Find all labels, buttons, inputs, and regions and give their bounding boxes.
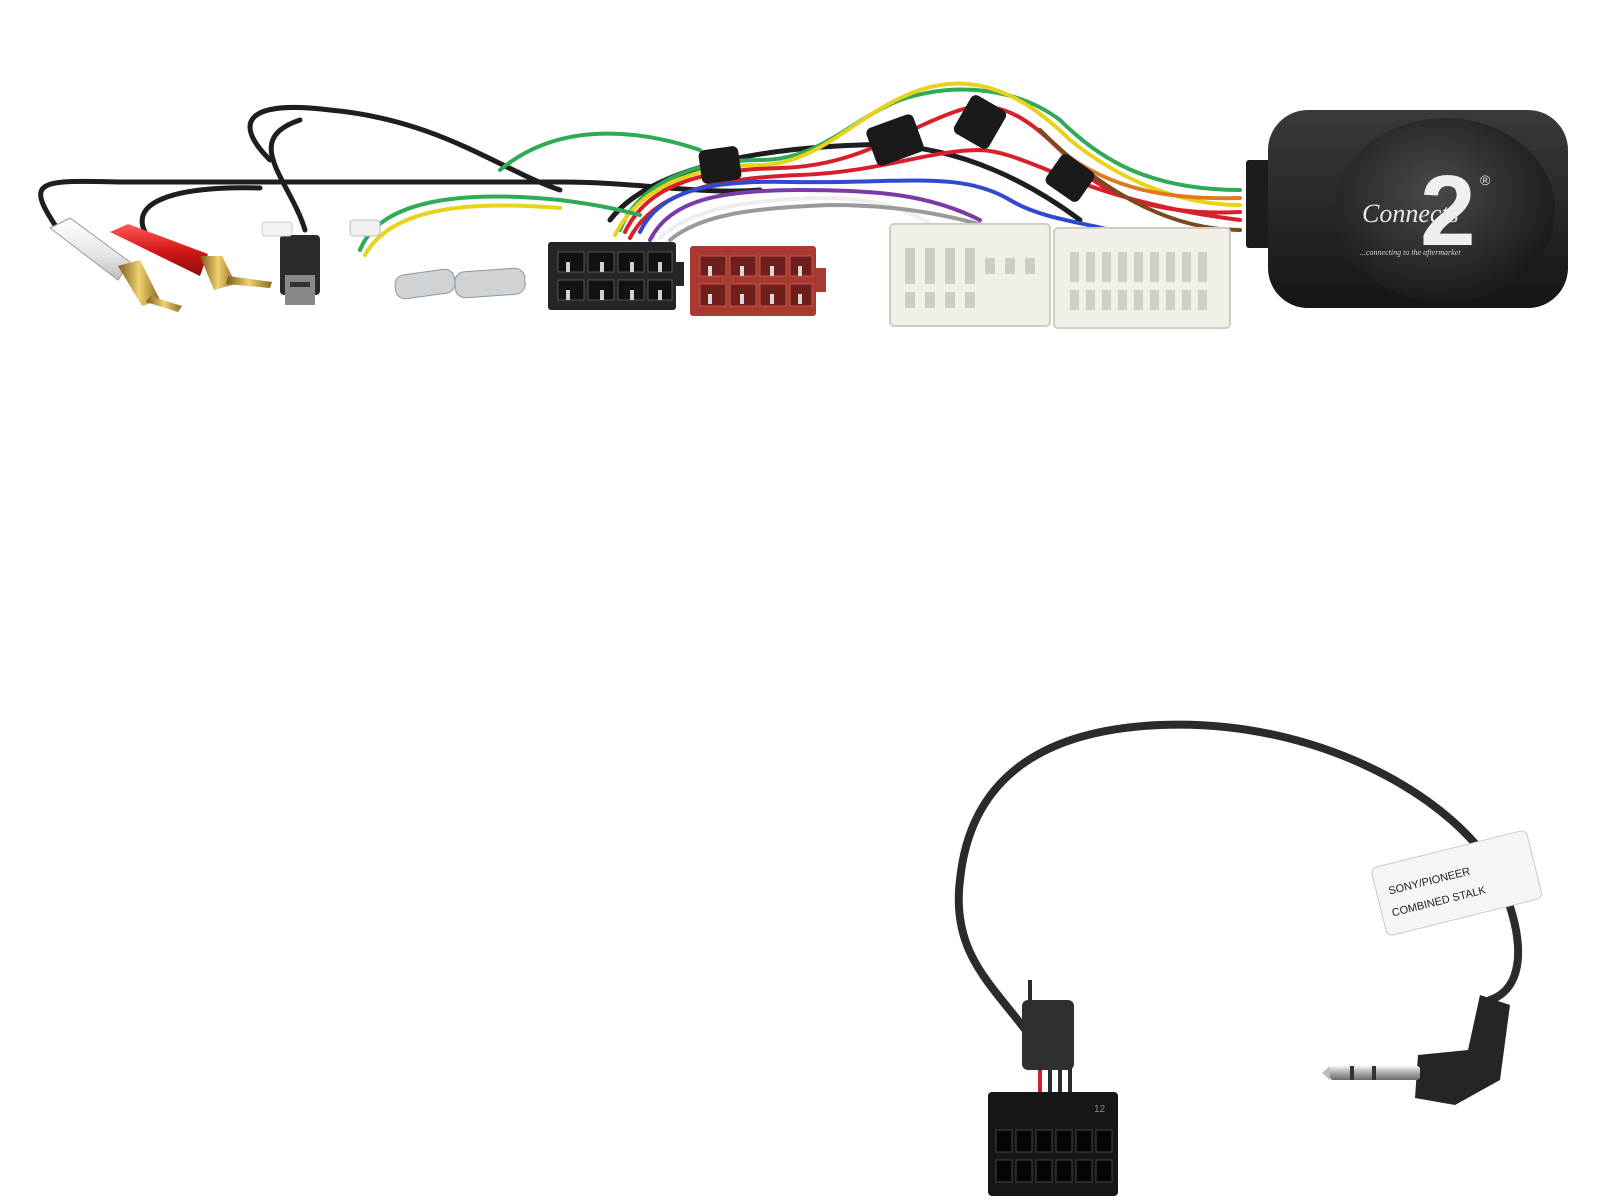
- brand-tagline: ...connecting to the aftermarket: [1360, 248, 1461, 257]
- cable-label-sleeve: SONY/PIONEER COMBINED STALK: [1371, 830, 1543, 936]
- heat-shrink: [1022, 1000, 1074, 1070]
- black-cables: [38, 104, 1083, 243]
- molex-pin-marking: 12: [1094, 1104, 1106, 1115]
- iso-connector-red: [690, 246, 826, 316]
- brand-registered-mark: ®: [1480, 172, 1491, 188]
- rca-plug-red: [110, 224, 272, 290]
- patch-lead: SONY/PIONEER COMBINED STALK 12: [954, 720, 1543, 1196]
- right-angle-jack: [1322, 995, 1510, 1105]
- bullet-connectors: [261, 219, 526, 300]
- iso-connector-black: [548, 242, 684, 310]
- usb-plug: [280, 235, 320, 305]
- interface-module: 2 Connects ® ...connecting to the afterm…: [1246, 110, 1568, 308]
- brand-digit: 2: [1420, 155, 1476, 267]
- rca-plug-white: [49, 217, 182, 312]
- vehicle-connector-small: [889, 223, 1051, 327]
- brand-word: Connects: [1362, 199, 1459, 228]
- molex-connector: 12: [988, 1092, 1118, 1196]
- tape-wraps: [698, 95, 1095, 202]
- vehicle-connector-large: [1053, 227, 1231, 329]
- steering-interface-harness: 2 Connects ® ...connecting to the afterm…: [38, 81, 1568, 329]
